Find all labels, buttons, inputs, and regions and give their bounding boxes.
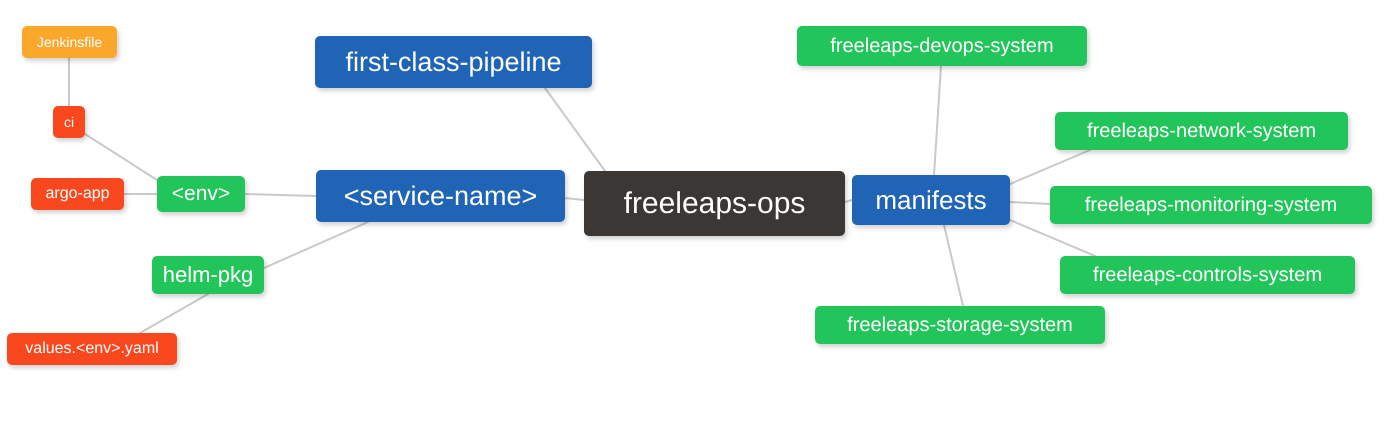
edge-manifests-to-freeleaps-storage-system	[943, 224, 964, 307]
edge-helm-pkg-to-values-yaml	[139, 293, 209, 334]
node-freeleaps-controls-system[interactable]: freeleaps-controls-system	[1060, 256, 1355, 294]
edge-freeleaps-ops-to-manifests	[844, 199, 853, 203]
edge-manifests-to-freeleaps-monitoring-system	[1009, 201, 1051, 205]
node-ci[interactable]: ci	[53, 106, 85, 138]
edge-freeleaps-ops-to-service-name	[564, 197, 585, 201]
edge-manifests-to-freeleaps-devops-system	[933, 65, 942, 176]
node-manifests[interactable]: manifests	[852, 175, 1010, 225]
node-freeleaps-network-system[interactable]: freeleaps-network-system	[1055, 112, 1348, 150]
node-env[interactable]: <env>	[157, 176, 245, 212]
node-first-class-pipeline[interactable]: first-class-pipeline	[315, 36, 592, 88]
edge-manifests-to-freeleaps-network-system	[1009, 149, 1091, 185]
node-values-yaml[interactable]: values.<env>.yaml	[7, 333, 177, 365]
edge-service-name-to-env	[244, 193, 317, 197]
node-freeleaps-monitoring-system[interactable]: freeleaps-monitoring-system	[1050, 186, 1372, 224]
node-helm-pkg[interactable]: helm-pkg	[152, 256, 264, 294]
node-freeleaps-devops-system[interactable]: freeleaps-devops-system	[797, 26, 1087, 66]
node-service-name[interactable]: <service-name>	[316, 170, 565, 222]
edge-env-to-ci	[84, 133, 158, 181]
edge-service-name-to-helm-pkg	[263, 221, 369, 269]
node-freeleaps-ops[interactable]: freeleaps-ops	[584, 171, 845, 236]
node-argo-app[interactable]: argo-app	[31, 178, 124, 210]
node-freeleaps-storage-system[interactable]: freeleaps-storage-system	[815, 306, 1105, 344]
edge-freeleaps-ops-to-first-class-pipeline	[544, 87, 606, 172]
edge-manifests-to-freeleaps-controls-system	[1009, 219, 1096, 257]
node-jenkinsfile[interactable]: Jenkinsfile	[22, 26, 117, 58]
